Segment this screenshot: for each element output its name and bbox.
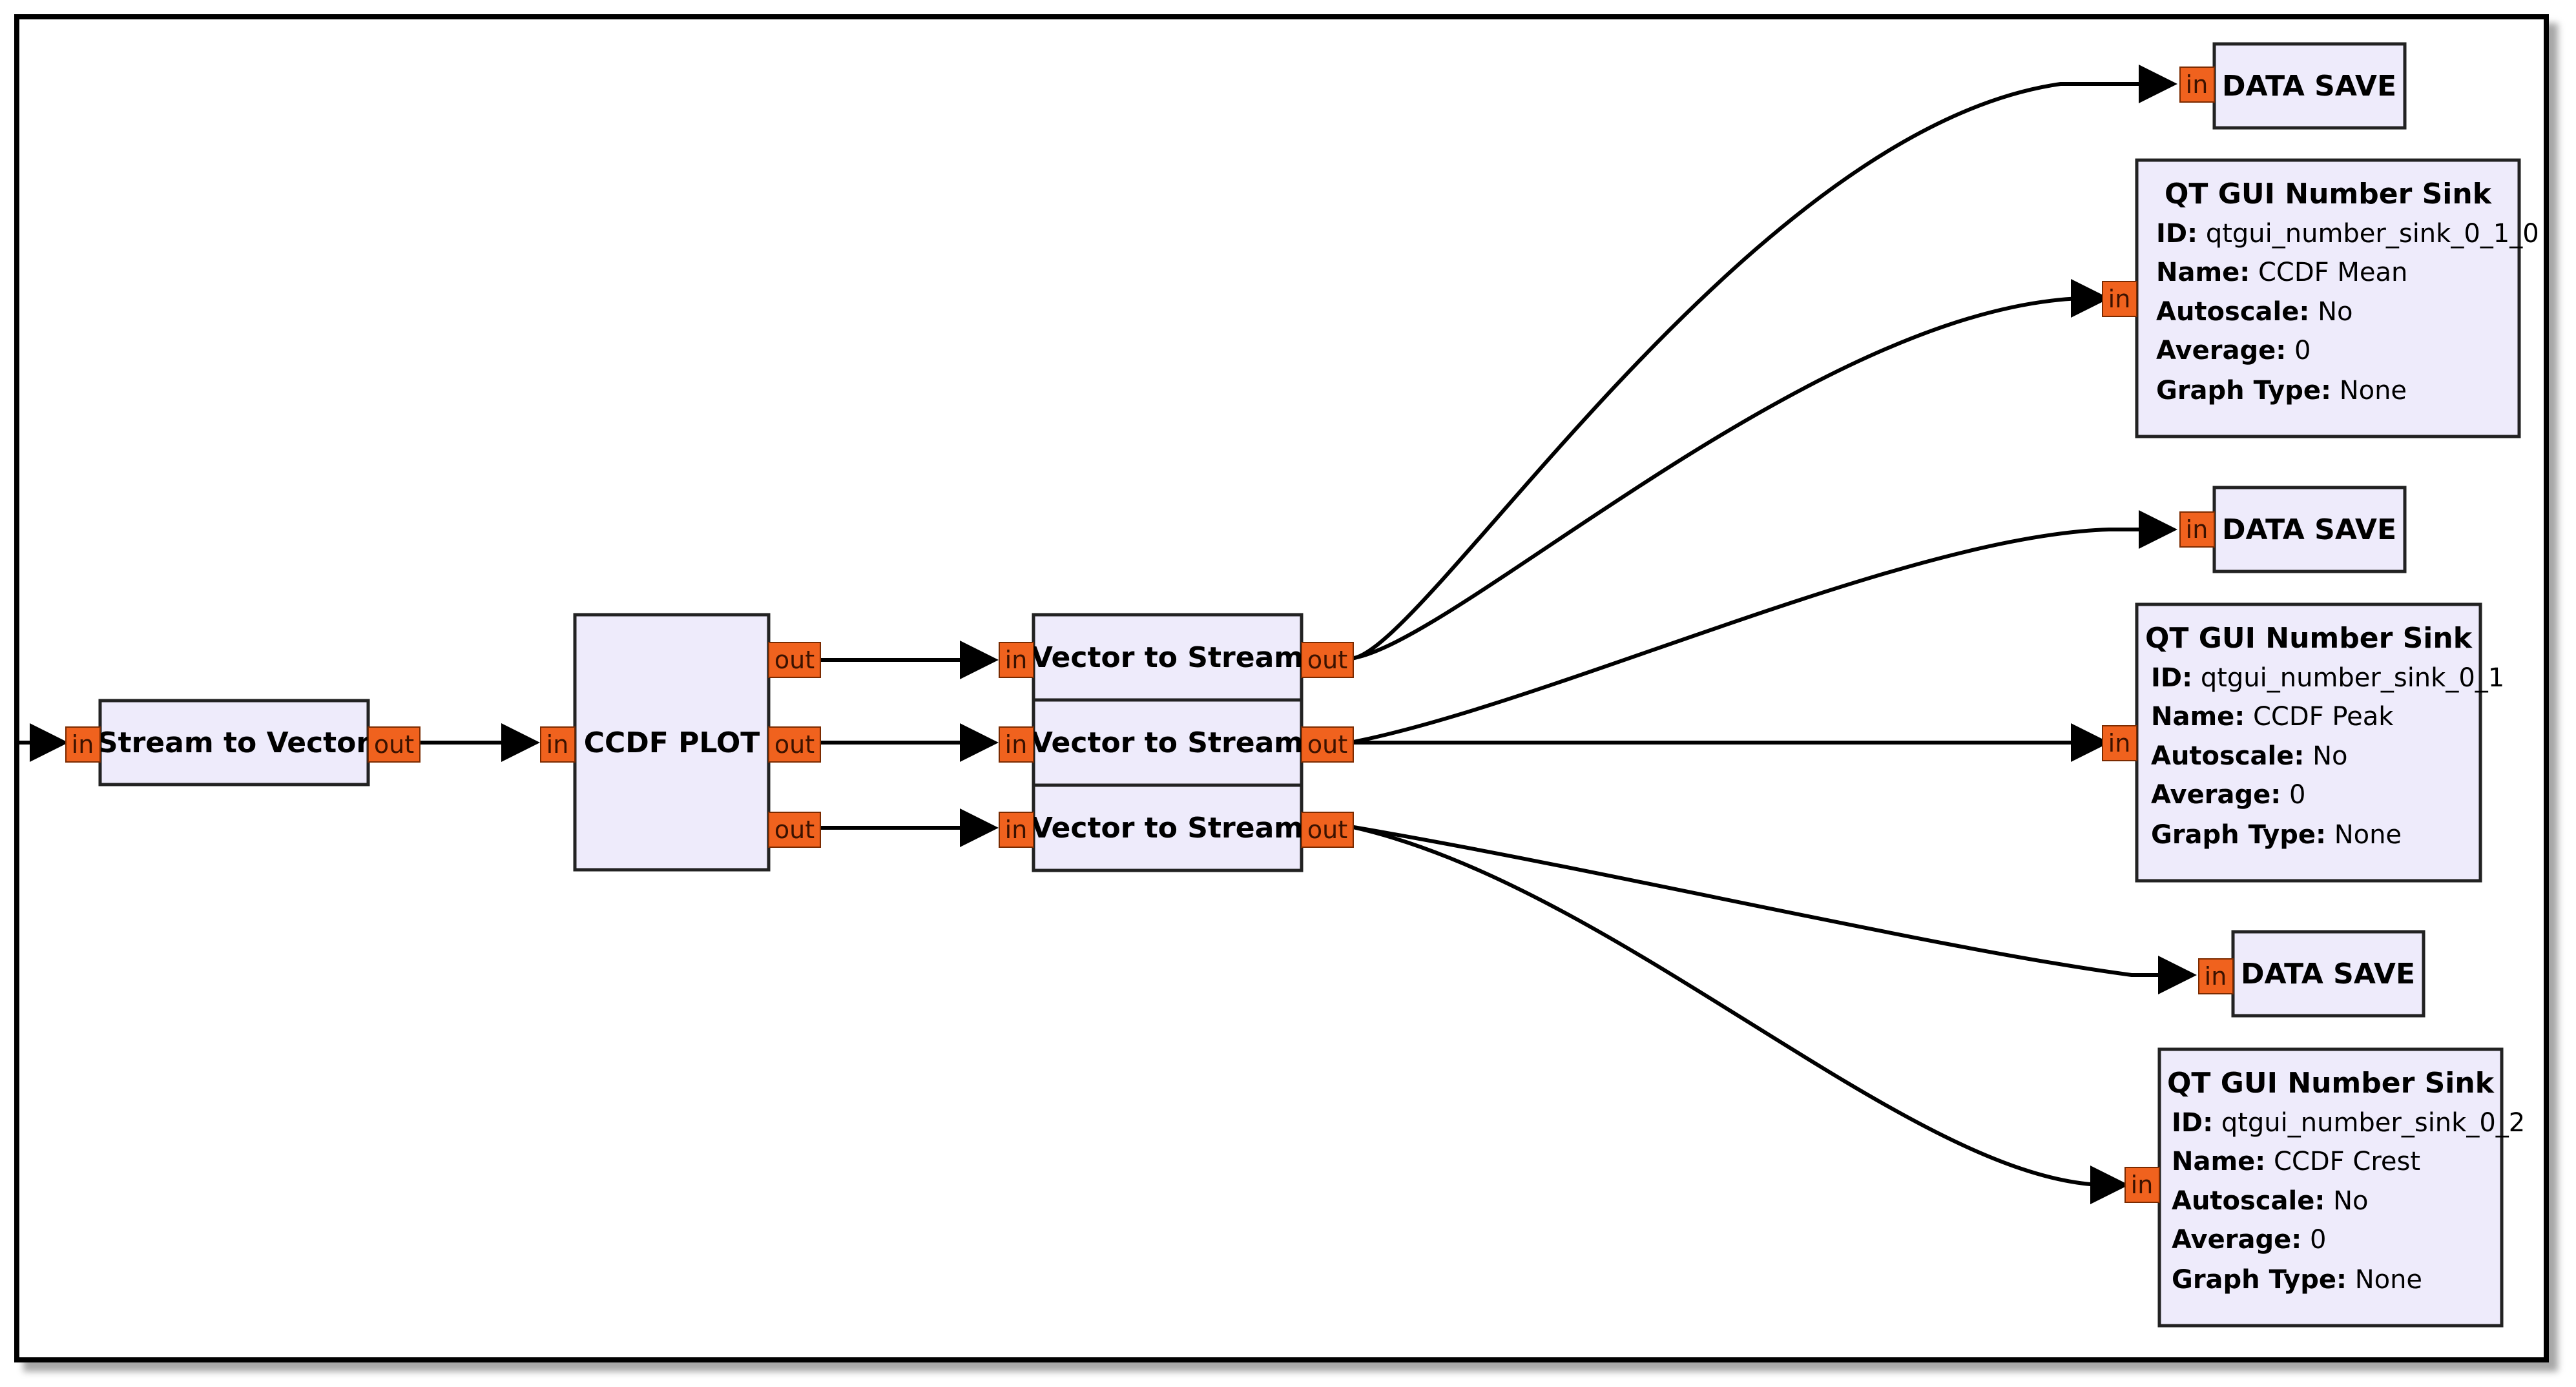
svg-text:in: in bbox=[2205, 962, 2227, 991]
block-title: QT GUI Number Sink bbox=[2165, 178, 2493, 211]
param-average: Average: 0 bbox=[2156, 336, 2311, 365]
svg-text:out: out bbox=[1307, 730, 1347, 759]
svg-text:in: in bbox=[546, 730, 569, 759]
block-title: Stream to Vector bbox=[98, 726, 371, 759]
block-data-save-3[interactable]: DATA SAVE in bbox=[2198, 930, 2425, 1018]
wire-v2s3-datasave3 bbox=[1349, 825, 2197, 994]
param-id: ID: qtgui_number_sink_0_2 bbox=[2172, 1108, 2525, 1138]
block-title: CCDF PLOT bbox=[584, 726, 760, 759]
block-number-sink-3[interactable]: QT GUI Number Sink ID: qtgui_number_sink… bbox=[2124, 1047, 2525, 1328]
svg-text:out: out bbox=[1307, 816, 1347, 844]
block-number-sink-2[interactable]: QT GUI Number Sink ID: qtgui_number_sink… bbox=[2102, 602, 2504, 883]
svg-text:out: out bbox=[774, 730, 815, 759]
port-in[interactable]: in bbox=[2124, 1167, 2160, 1203]
svg-text:in: in bbox=[2186, 70, 2208, 99]
wire-v2s2-datasave2 bbox=[1349, 510, 2177, 745]
svg-text:out: out bbox=[774, 646, 815, 674]
param-id: ID: qtgui_number_sink_0_1_0 bbox=[2156, 219, 2539, 249]
param-autoscale: Autoscale: No bbox=[2172, 1186, 2369, 1216]
port-in[interactable]: in bbox=[65, 726, 101, 763]
port-out-3[interactable]: out bbox=[768, 812, 821, 848]
param-graph-type: Graph Type: None bbox=[2156, 376, 2407, 406]
param-graph-type: Graph Type: None bbox=[2172, 1265, 2422, 1295]
port-in[interactable]: in bbox=[2198, 958, 2234, 994]
port-in[interactable]: in bbox=[999, 726, 1034, 763]
svg-text:in: in bbox=[2131, 1171, 2154, 1199]
block-number-sink-1[interactable]: QT GUI Number Sink ID: qtgui_number_sink… bbox=[2102, 158, 2539, 438]
port-in[interactable]: in bbox=[2102, 725, 2137, 761]
wire-v2s3-sink3 bbox=[1349, 825, 2129, 1204]
svg-text:out: out bbox=[1307, 646, 1347, 674]
param-autoscale: Autoscale: No bbox=[2156, 297, 2353, 327]
svg-text:in: in bbox=[2108, 285, 2131, 313]
param-name: Name: CCDF Mean bbox=[2156, 258, 2407, 287]
port-in[interactable]: in bbox=[999, 812, 1034, 848]
block-data-save-2[interactable]: DATA SAVE in bbox=[2179, 486, 2407, 573]
param-graph-type: Graph Type: None bbox=[2151, 820, 2402, 850]
block-title: DATA SAVE bbox=[2241, 958, 2415, 991]
port-out[interactable]: out bbox=[1301, 726, 1354, 763]
block-title: Vector to Stream bbox=[1031, 726, 1304, 759]
block-title: Vector to Stream bbox=[1031, 812, 1304, 845]
block-title: DATA SAVE bbox=[2222, 513, 2396, 546]
wire-v2s1-datasave1 bbox=[1349, 65, 2177, 661]
port-in[interactable]: in bbox=[540, 726, 576, 763]
block-vector-to-stream-3[interactable]: Vector to Stream in out bbox=[999, 783, 1354, 872]
block-ccdf-plot[interactable]: CCDF PLOT in out out out bbox=[540, 613, 821, 872]
port-in[interactable]: in bbox=[999, 642, 1034, 678]
svg-text:in: in bbox=[1005, 816, 1028, 844]
port-out[interactable]: out bbox=[1301, 642, 1354, 678]
wires bbox=[19, 65, 2197, 1204]
svg-text:in: in bbox=[2186, 515, 2208, 544]
svg-text:in: in bbox=[2108, 729, 2131, 757]
param-average: Average: 0 bbox=[2151, 780, 2305, 810]
block-title: QT GUI Number Sink bbox=[2145, 622, 2473, 655]
param-name: Name: CCDF Crest bbox=[2172, 1147, 2420, 1176]
port-in[interactable]: in bbox=[2179, 511, 2215, 548]
param-average: Average: 0 bbox=[2172, 1225, 2326, 1255]
block-stream-to-vector[interactable]: Stream to Vector in out bbox=[65, 699, 421, 786]
svg-text:in: in bbox=[72, 730, 94, 759]
port-out-2[interactable]: out bbox=[768, 726, 821, 763]
wire-v2s1-sink1 bbox=[1349, 279, 2110, 661]
block-title: Vector to Stream bbox=[1031, 641, 1304, 674]
block-title: QT GUI Number Sink bbox=[2167, 1067, 2495, 1100]
param-id: ID: qtgui_number_sink_0_1 bbox=[2151, 663, 2504, 693]
port-out-1[interactable]: out bbox=[768, 642, 821, 678]
svg-text:out: out bbox=[774, 816, 815, 844]
block-vector-to-stream-1[interactable]: Vector to Stream in out bbox=[999, 613, 1354, 702]
param-autoscale: Autoscale: No bbox=[2151, 741, 2348, 771]
svg-text:out: out bbox=[374, 730, 414, 759]
svg-text:in: in bbox=[1005, 646, 1028, 674]
block-data-save-1[interactable]: DATA SAVE in bbox=[2179, 42, 2407, 130]
port-out[interactable]: out bbox=[1301, 812, 1354, 848]
port-in[interactable]: in bbox=[2102, 281, 2137, 317]
block-vector-to-stream-2[interactable]: Vector to Stream in out bbox=[999, 698, 1354, 787]
port-in[interactable]: in bbox=[2179, 67, 2215, 103]
param-name: Name: CCDF Peak bbox=[2151, 702, 2394, 732]
svg-text:in: in bbox=[1005, 730, 1028, 759]
port-out[interactable]: out bbox=[368, 726, 421, 763]
block-title: DATA SAVE bbox=[2222, 70, 2396, 103]
